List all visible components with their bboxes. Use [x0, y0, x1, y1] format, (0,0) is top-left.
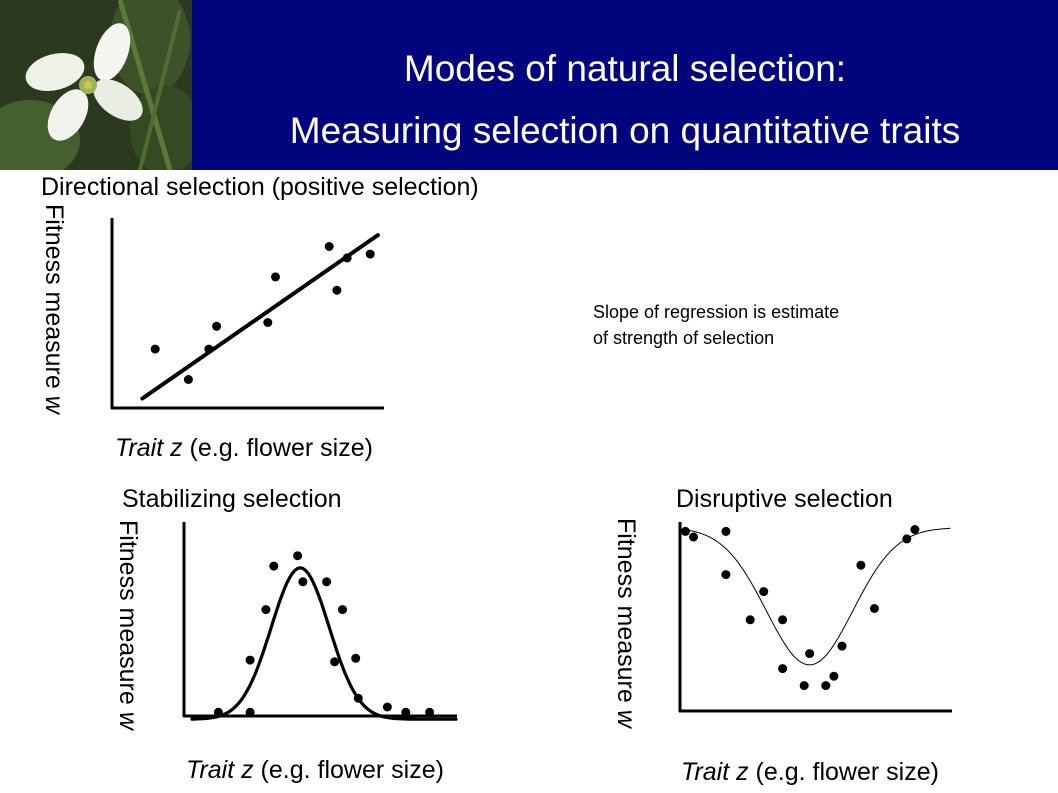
stabilizing-title: Stabilizing selection — [122, 485, 342, 513]
directional-data-point — [365, 249, 375, 259]
disruptive-data-point — [799, 681, 809, 691]
disruptive-xlabel: Trait z (e.g. flower size) — [681, 758, 939, 787]
directional-data-point — [183, 375, 193, 384]
slide-title-line1: Modes of natural selection: — [403, 48, 847, 89]
directional-xlabel: Trait z (e.g. flower size) — [115, 434, 373, 463]
stabilizing-data-point — [330, 657, 340, 667]
disruptive-data-point — [689, 532, 698, 542]
disruptive-data-point — [910, 525, 920, 534]
directional-data-point — [263, 318, 273, 327]
disruptive-data-point — [805, 649, 815, 659]
directional-data-point — [342, 253, 352, 263]
regression-note-line2: of strength of selection — [593, 328, 775, 348]
disruptive-data-point — [778, 615, 788, 625]
stabilizing-chart — [182, 522, 458, 721]
stabilizing-data-point — [269, 561, 279, 571]
stabilizing-data-point — [245, 655, 255, 665]
slide-title-line2: Measuring selection on quantitative trai… — [289, 110, 961, 151]
stabilizing-data-point — [261, 605, 271, 615]
stabilizing-data-point — [425, 707, 435, 717]
disruptive-data-point — [745, 615, 755, 625]
directional-fit-curve — [140, 233, 380, 401]
stabilizing-data-point — [322, 577, 332, 587]
stabilizing-data-point — [401, 707, 411, 717]
directional-data-point — [332, 285, 342, 295]
disruptive-data-point — [721, 570, 731, 580]
directional-chart — [110, 218, 384, 410]
disruptive-xlabel-var: Trait z — [681, 758, 749, 786]
directional-data-point — [271, 272, 280, 282]
stabilizing-data-point — [298, 577, 308, 587]
regression-note: Slope of regression is estimate of stren… — [593, 299, 839, 351]
disruptive-data-point — [829, 671, 839, 681]
directional-title: Directional selection (positive selectio… — [41, 173, 479, 201]
disruptive-data-point — [902, 534, 912, 544]
directional-data-point — [212, 321, 222, 331]
stabilizing-xlabel: Trait z (e.g. flower size) — [186, 756, 444, 785]
stabilizing-data-point — [213, 707, 223, 717]
regression-note-line1: Slope of regression is estimate — [593, 302, 840, 322]
directional-data-point — [324, 242, 334, 251]
stabilizing-xlabel-rest: (e.g. flower size) — [253, 756, 444, 784]
stabilizing-data-point — [338, 605, 347, 615]
disruptive-data-point — [759, 587, 769, 597]
disruptive-data-point — [778, 664, 788, 674]
disruptive-xlabel-rest: (e.g. flower size) — [748, 758, 939, 786]
stabilizing-data-point — [353, 693, 363, 703]
stabilizing-xlabel-var: Trait z — [186, 756, 254, 784]
directional-xlabel-var: Trait z — [115, 434, 183, 462]
disruptive-data-point — [680, 526, 690, 536]
white-flower-photo-icon — [0, 0, 192, 170]
disruptive-data-point — [869, 604, 879, 613]
stabilizing-data-point — [245, 707, 255, 717]
disruptive-fit-curve — [679, 527, 951, 666]
header-bar: Modes of natural selection: Measuring se… — [0, 0, 1058, 170]
disruptive-data-point — [721, 526, 731, 536]
directional-xlabel-rest: (e.g. flower size) — [182, 434, 373, 462]
disruptive-data-point — [856, 560, 866, 570]
disruptive-chart — [678, 522, 952, 713]
stabilizing-data-point — [351, 653, 361, 663]
stabilizing-fit-curve — [190, 566, 458, 721]
stabilizing-data-point — [382, 702, 392, 712]
directional-data-point — [150, 344, 160, 354]
disruptive-data-point — [837, 641, 847, 651]
directional-data-point — [204, 344, 214, 354]
disruptive-title: Disruptive selection — [676, 485, 893, 513]
stabilizing-data-point — [293, 551, 303, 561]
disruptive-data-point — [821, 681, 831, 691]
